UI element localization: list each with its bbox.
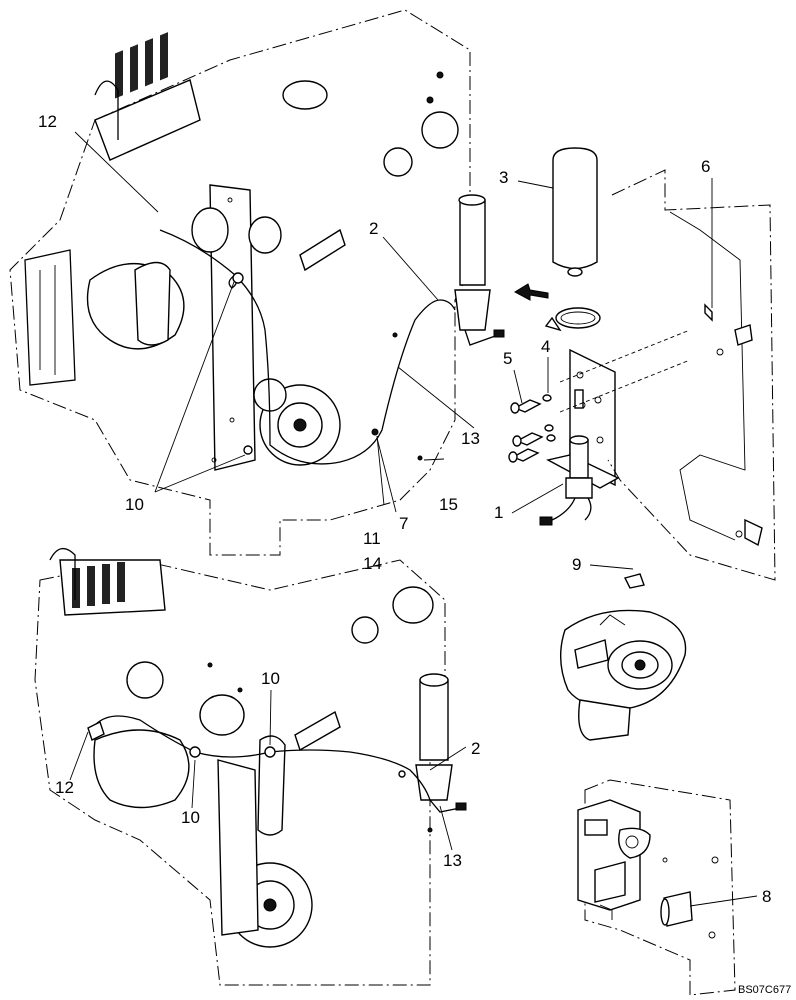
callout-2-bottom: 2 (471, 739, 480, 758)
callout-1: 1 (494, 503, 503, 522)
heater-assembly (508, 147, 776, 581)
callout-11: 11 (363, 529, 381, 548)
callout-12-top: 12 (38, 112, 57, 131)
document-id: BS07C677 (738, 984, 791, 996)
leader-lines (69, 131, 758, 907)
callout-12-bottom: 12 (55, 778, 74, 797)
engine-bottom-view (34, 548, 467, 986)
callout-4: 4 (541, 337, 550, 356)
callout-10-mid: 10 (261, 669, 280, 688)
callout-9: 9 (572, 555, 581, 574)
intake-grille (94, 32, 201, 161)
callout-8: 8 (762, 887, 771, 906)
callout-10-bottom: 10 (181, 808, 200, 827)
callout-14: 14 (363, 554, 382, 573)
intake-grille-lower (59, 559, 166, 616)
relay-panel (577, 779, 736, 996)
callout-10-top: 10 (125, 495, 144, 514)
callout-13-top: 13 (461, 429, 480, 448)
callout-7: 7 (399, 514, 408, 533)
callout-labels: 12 2 3 6 5 4 13 10 15 1 7 11 14 9 10 2 1… (38, 112, 771, 906)
callout-5: 5 (503, 349, 512, 368)
callout-2-top: 2 (369, 219, 378, 238)
steering-console (560, 573, 687, 741)
callout-6: 6 (701, 157, 710, 176)
bolts (508, 394, 556, 463)
callout-3: 3 (499, 168, 508, 187)
callout-15: 15 (439, 495, 458, 514)
callout-13-bottom: 13 (443, 851, 462, 870)
direction-arrow-icon (513, 283, 549, 301)
engine-top-view (9, 9, 505, 556)
